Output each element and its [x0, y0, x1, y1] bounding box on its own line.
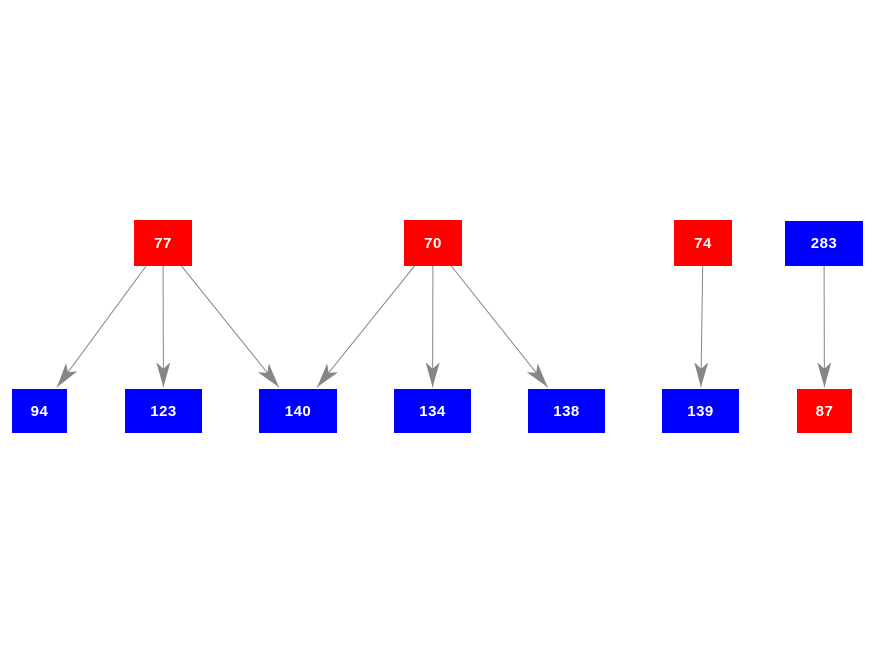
edge-70-to-140 — [316, 265, 415, 388]
node-label: 134 — [419, 402, 446, 420]
node-label: 94 — [30, 402, 49, 420]
graph-node-138: 138 — [528, 389, 605, 433]
graph-node-134: 134 — [394, 389, 471, 433]
node-label: 123 — [150, 402, 177, 420]
graph-node-70: 70 — [404, 220, 462, 266]
graph-node-87: 87 — [797, 389, 852, 433]
edge-group — [56, 265, 832, 388]
node-label: 139 — [687, 402, 714, 420]
node-label: 77 — [154, 234, 172, 252]
node-label: 283 — [810, 235, 838, 252]
edge-77-to-94 — [56, 265, 147, 388]
node-label: 138 — [553, 402, 580, 420]
graph-node-94: 94 — [12, 389, 67, 433]
edge-74-to-139 — [694, 265, 709, 388]
graph-node-283: 283 — [785, 221, 863, 266]
graph-node-123: 123 — [125, 389, 202, 433]
edge-77-to-140 — [181, 265, 280, 388]
node-label: 140 — [284, 402, 312, 420]
edge-70-to-138 — [450, 265, 549, 388]
graph-node-77: 77 — [134, 220, 192, 266]
node-label: 70 — [424, 234, 442, 252]
graph-node-140: 140 — [259, 389, 337, 433]
graph-node-74: 74 — [674, 220, 732, 266]
node-label: 74 — [694, 234, 712, 252]
graph-node-139: 139 — [662, 389, 739, 433]
node-label: 87 — [815, 402, 834, 420]
